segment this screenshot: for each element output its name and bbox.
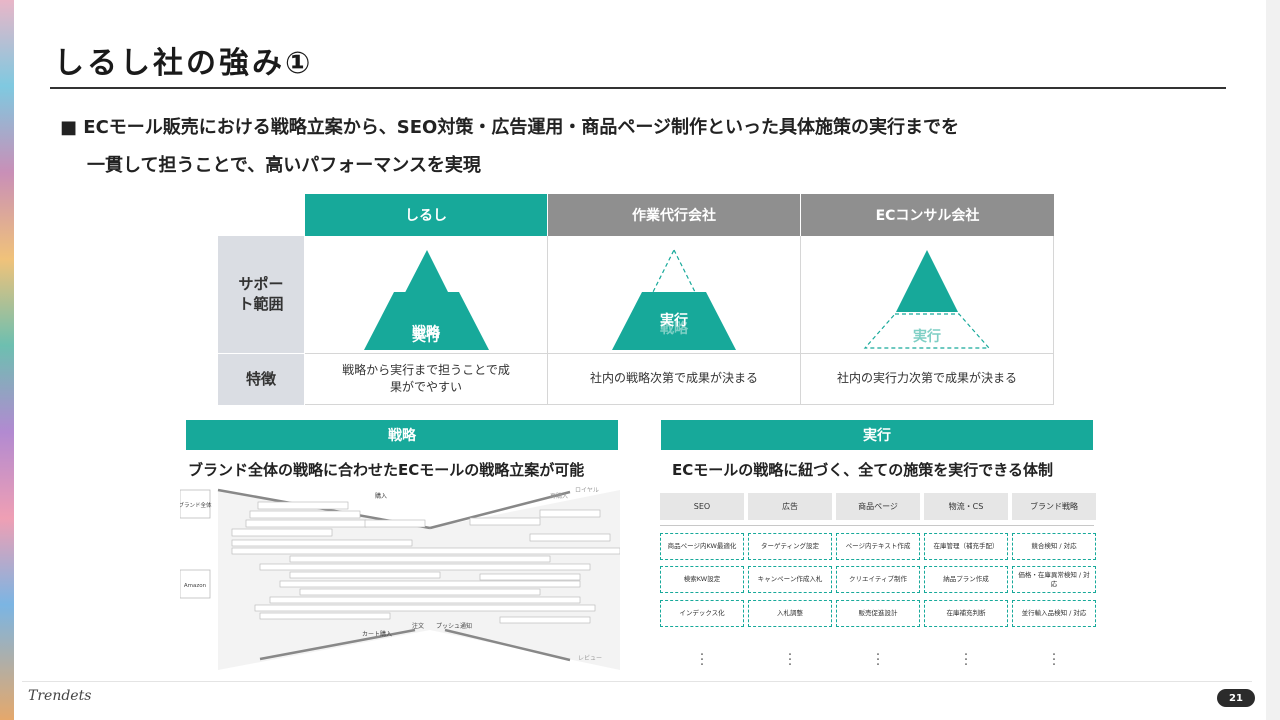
col-header-consulting: ECコンサル会社	[801, 194, 1054, 236]
exec-task: 入札調整	[748, 600, 832, 627]
execution-subtitle: ECモールの戦略に紐づく、全ての施策を実行できる体制	[672, 461, 1053, 479]
comparison-table: しるし 作業代行会社 ECコンサル会社 サポート範囲 特徴 戦略 実行 戦略 実…	[218, 194, 1054, 405]
funnel-edge-bottom-left	[259, 628, 416, 661]
brand-label: ブランド全体	[180, 501, 212, 509]
pyramid3-bottom-label: 実行	[913, 328, 941, 345]
pyramid-top-shape	[896, 250, 958, 312]
col-header-shirushi: しるし	[305, 194, 547, 236]
strategy-band: 戦略	[186, 420, 618, 450]
pyramid2-bottom-label: 実行	[660, 312, 688, 329]
exec-task: 納品プラン作成	[924, 566, 1008, 593]
stage-buy: 購入	[375, 492, 387, 500]
col-header-agency: 作業代行会社	[548, 194, 800, 236]
exec-task: 検索KW設定	[660, 566, 744, 593]
exec-ellipsis: ・ ・ ・	[874, 650, 882, 669]
footer-divider	[22, 681, 1252, 682]
exec-header-brand: ブランド戦略	[1012, 493, 1096, 520]
exec-task: 在庫補充判断	[924, 600, 1008, 627]
exec-task: 競合検知 / 対応	[1012, 533, 1096, 560]
decorative-edge-right	[1266, 0, 1280, 720]
exec-task: 並行輸入品検知 / 対応	[1012, 600, 1096, 627]
exec-task: 販売促進設計	[836, 600, 920, 627]
exec-ellipsis: ・ ・ ・	[786, 650, 794, 669]
exec-task: クリエイティブ制作	[836, 566, 920, 593]
exec-header-divider	[660, 525, 1094, 526]
execution-band: 実行	[661, 420, 1093, 450]
stage-cart: カート購入	[362, 630, 392, 638]
lead-text-line2: 一貫して担うことで、高いパフォーマンスを実現	[87, 155, 481, 176]
pyramid1-top-label: 戦略	[412, 324, 441, 341]
exec-header-seo: SEO	[660, 493, 744, 520]
exec-task: インデックス化	[660, 600, 744, 627]
journey-boxes	[231, 501, 620, 624]
exec-task: ページ内テキスト作成	[836, 533, 920, 560]
pyramid3-top-label: 戦略	[913, 320, 942, 337]
support-cell-consulting: 戦略 実行	[801, 236, 1054, 354]
title-underline	[50, 87, 1226, 89]
support-cell-shirushi: 戦略 実行	[305, 236, 548, 354]
exec-task: 商品ページ内KW最適化	[660, 533, 744, 560]
funnel-edge-bottom-right	[444, 628, 571, 662]
page-title: しるし社の強み①	[54, 46, 314, 81]
pyramid2-top-label: 戦略	[660, 320, 689, 337]
funnel-edge-top-right	[429, 490, 571, 530]
exec-task: キャンペーン作成入札	[748, 566, 832, 593]
pyramid-bottom-shape	[364, 292, 489, 350]
pyramid-bottom-dashed	[863, 313, 991, 349]
exec-ellipsis: ・ ・ ・	[1050, 650, 1058, 669]
row-header-feature: 特徴	[218, 354, 304, 405]
stage-order: 注文	[412, 622, 424, 630]
stage-loyal: ロイヤル	[575, 487, 599, 494]
stage-repurchase: 再購入	[550, 492, 568, 500]
strategy-subtitle: ブランド全体の戦略に合わせたECモールの戦略立案が可能	[188, 461, 585, 479]
exec-task: ターゲティング設定	[748, 533, 832, 560]
exec-header-logistics: 物流・CS	[924, 493, 1008, 520]
customer-journey-diagram: ブランド全体 Amazon 購入 ロイヤル 再購入 カート購入 注文 プッシュ通…	[180, 487, 620, 670]
amazon-label: Amazon	[184, 583, 207, 589]
row-header-support-label: サポート範囲	[238, 275, 284, 313]
exec-task: 価格・在庫異常検知 / 対応	[1012, 566, 1096, 593]
row-header-support: サポート範囲	[218, 236, 304, 353]
lead-text-line1: ■ ECモール販売における戦略立案から、SEO対策・広告運用・商品ページ制作とい…	[60, 117, 959, 138]
page-number: 21	[1217, 689, 1255, 707]
pyramid-execution-only: 戦略 実行	[612, 248, 736, 350]
company-logo: Trendets	[28, 688, 92, 704]
exec-ellipsis: ・ ・ ・	[698, 650, 706, 669]
feature-cell-agency: 社内の戦略次第で成果が決まる	[548, 354, 801, 405]
exec-header-product-page: 商品ページ	[836, 493, 920, 520]
pyramid-bottom-shape	[612, 292, 736, 350]
stage-push: プッシュ通知	[436, 622, 472, 630]
feature-cell-shirushi: 戦略から実行まで担うことで成果がでやすい	[305, 354, 548, 405]
exec-ellipsis: ・ ・ ・	[962, 650, 970, 669]
feature-text-shirushi: 戦略から実行まで担うことで成果がでやすい	[342, 362, 510, 394]
exec-task: 在庫管理（補充手配）	[924, 533, 1008, 560]
brand-label-box	[180, 489, 211, 519]
pyramid1-bottom-label: 実行	[412, 328, 440, 345]
amazon-label-box	[180, 569, 211, 599]
support-cell-agency: 戦略 実行	[548, 236, 801, 354]
decorative-edge-left	[0, 0, 14, 720]
pyramid-strategy-only: 戦略 実行	[863, 250, 991, 349]
stage-review: レビュー	[578, 654, 602, 662]
pyramid-full: 戦略 実行	[364, 250, 489, 350]
exec-header-ads: 広告	[748, 493, 832, 520]
feature-cell-consulting: 社内の実行力次第で成果が決まる	[801, 354, 1054, 405]
